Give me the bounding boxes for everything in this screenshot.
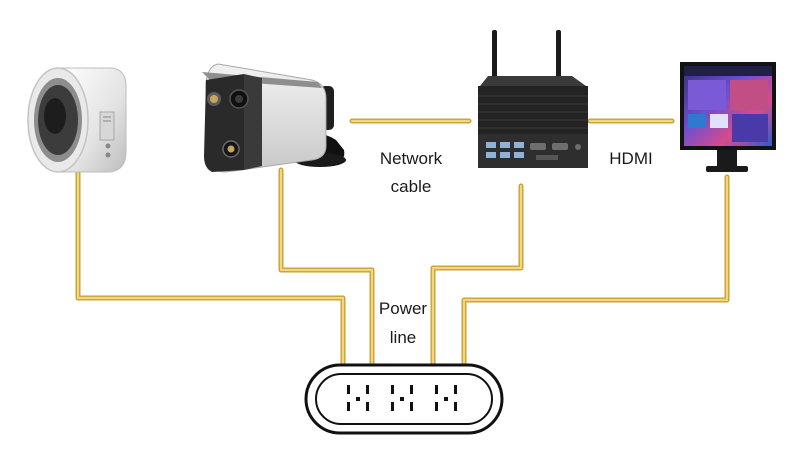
socket-3 bbox=[435, 385, 457, 411]
hdmi-label: HDMI bbox=[609, 149, 652, 168]
blackbody-calibrator-icon bbox=[27, 67, 127, 173]
thermal-bullet-camera-icon bbox=[202, 63, 346, 173]
cables bbox=[75, 118, 730, 377]
monitor-icon bbox=[680, 62, 776, 172]
network-cable-label-line2: cable bbox=[391, 177, 432, 196]
network-cable-label-line1: Network bbox=[380, 149, 443, 168]
socket-1 bbox=[347, 385, 369, 411]
mini-pc-icon bbox=[478, 30, 588, 168]
power-cable-blackbody bbox=[75, 169, 346, 377]
power-cable-camera bbox=[278, 167, 375, 377]
power-cable-monitor bbox=[461, 174, 730, 377]
power-line-label-line2: line bbox=[390, 328, 416, 347]
power-strip-icon bbox=[304, 363, 504, 435]
socket-2 bbox=[391, 385, 413, 411]
power-line-label-line1: Power bbox=[379, 299, 428, 318]
power-cable-minipc bbox=[430, 183, 524, 377]
